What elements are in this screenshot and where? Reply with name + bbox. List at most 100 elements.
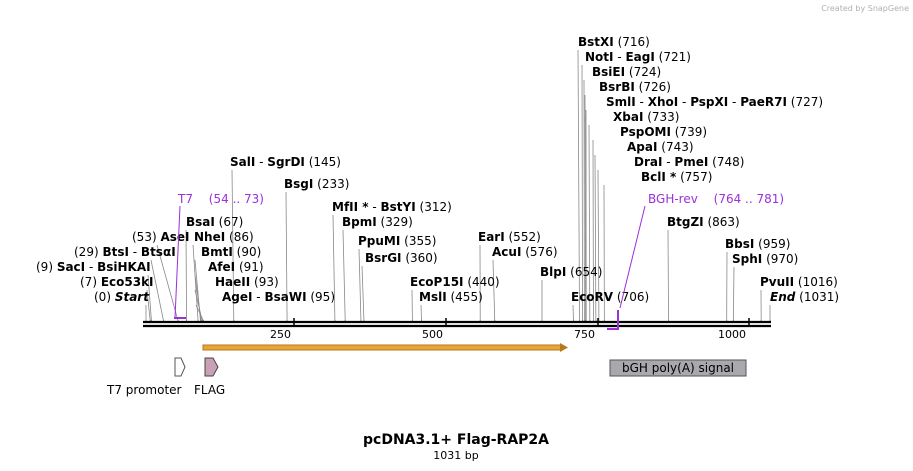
site-label-pspomi[interactable]: PspOMI (739) (620, 125, 707, 139)
site-pos-haeii: (93) (250, 275, 278, 289)
site-pos-xbai: (733) (643, 110, 679, 124)
site-pos-end: (1031) (795, 290, 839, 304)
site-label-eco53ki[interactable]: (7) Eco53kI (80, 275, 154, 289)
site-pos-bpmi: (329) (377, 215, 413, 229)
site-pos-pspomi: (739) (671, 125, 707, 139)
site-label-pvuii[interactable]: PvuII (1016) (760, 275, 838, 289)
site-name-bsgi: BsgI (284, 177, 313, 191)
site-name-start: Start (115, 290, 150, 304)
site-name-afei: AfeI (208, 260, 235, 274)
feature-flag[interactable]: FLAG (194, 357, 225, 397)
site-label-sali[interactable]: SalI - SgrDI (145) (230, 155, 341, 169)
site-pos-bmti: (90) (233, 245, 261, 259)
site-label-bsrgi[interactable]: BsrGI (360) (365, 251, 438, 265)
site-pos-bbsi: (959) (754, 237, 790, 251)
site-name-eco53ki: Eco53kI (101, 275, 154, 289)
primer-bgh-rev[interactable]: BGH-rev (764 .. 781) (607, 192, 784, 330)
map-length: 1031 bp (433, 449, 478, 462)
feature-t7-promoter[interactable]: T7 promoter (106, 357, 186, 397)
site-pos-btgzi: (863) (704, 215, 740, 229)
site-leader-bpmi (342, 229, 346, 322)
site-label-ecorv[interactable]: EcoRV (706) (571, 290, 649, 304)
site-label-agei[interactable]: AgeI - BsaWI (95) (222, 290, 335, 304)
site-name-haeii: HaeII (215, 275, 250, 289)
site-label-bsgi[interactable]: BsgI (233) (284, 177, 349, 191)
site-label-bpmi[interactable]: BpmI (329) (342, 215, 413, 229)
site-label-bsai[interactable]: BsaI (67) (186, 215, 243, 229)
site-label-btgzi[interactable]: BtgZI (863) (667, 215, 740, 229)
bgh-polya-label: bGH poly(A) signal (622, 361, 734, 375)
site-pos-acui: (576) (521, 245, 557, 259)
site-label-msli[interactable]: MslI (455) (419, 290, 483, 304)
site-label-afei[interactable]: AfeI (91) (208, 260, 264, 274)
site-label-ppumi[interactable]: PpuMI (355) (358, 234, 436, 248)
site-label-ecop15i[interactable]: EcoP15I (440) (410, 275, 500, 289)
primer-t7-leader (174, 205, 181, 319)
site-name-mfii: BstYI (381, 200, 416, 214)
primer-t7[interactable]: T7 (54 .. 73) (174, 192, 264, 319)
site-label-apai[interactable]: ApaI (743) (627, 140, 694, 154)
site-label-start[interactable]: (0) Start (94, 290, 150, 304)
site-pos-agei: (95) (307, 290, 335, 304)
site-leader-asei (156, 244, 179, 322)
site-pos-asei: (53) (132, 230, 160, 244)
site-label-bcli[interactable]: BclI * (757) (641, 170, 712, 184)
site-label-haeii[interactable]: HaeII (93) (215, 275, 279, 289)
site-leader-apai (594, 154, 597, 322)
site-pos-noti: (721) (655, 50, 691, 64)
site-label-saci[interactable]: (9) SacI - BsiHKAI (36, 260, 151, 274)
site-name-apai: ApaI (627, 140, 657, 154)
site-separator: - (614, 50, 626, 64)
site-label-xbai[interactable]: XbaI (733) (613, 110, 680, 124)
site-name-drai: PmeI (674, 155, 708, 169)
site-label-acui[interactable]: AcuI (576) (492, 245, 558, 259)
site-leader-msli (420, 304, 422, 322)
site-name-bsrgi: BsrGI (365, 251, 402, 265)
site-label-smli[interactable]: SmlI - XhoI - PspXI - PaeR7I (727) (606, 95, 823, 109)
site-label-asei[interactable]: (53) AseI (132, 230, 190, 244)
site-label-bsrbi[interactable]: BsrBI (726) (599, 80, 671, 94)
sequence-backbone (143, 320, 771, 328)
site-label-nhei[interactable]: NheI (86) (194, 230, 254, 244)
orf-arrow-body (202, 344, 562, 351)
map-title: pcDNA3.1+ Flag-RAP2A (363, 432, 549, 448)
site-separator: - (252, 290, 264, 304)
site-label-bmti[interactable]: BmtI (90) (201, 245, 261, 259)
site-label-sphi[interactable]: SphI (970) (732, 252, 798, 266)
site-label-eari[interactable]: EarI (552) (478, 230, 541, 244)
site-separator: - (636, 95, 648, 109)
site-pos-eco53ki: (7) (80, 275, 101, 289)
site-name-sphi: SphI (732, 252, 762, 266)
site-label-bstxi[interactable]: BstXI (716) (578, 35, 650, 49)
site-label-btsi[interactable]: (29) BtsI - BtsαI (74, 245, 176, 259)
site-name-asei: AseI (160, 230, 189, 244)
orf-arrow-head (560, 343, 568, 352)
site-label-drai[interactable]: DraI - PmeI (748) (634, 155, 744, 169)
site-label-blpi[interactable]: BlpI (654) (540, 265, 602, 279)
site-name-smli: PaeR7I (740, 95, 787, 109)
site-pos-ecorv: (706) (613, 290, 649, 304)
site-label-bsiei[interactable]: BsiEI (724) (592, 65, 661, 79)
site-name-bsai: BsaI (186, 215, 215, 229)
site-pos-nhei: (86) (225, 230, 253, 244)
site-name-noti: EagI (625, 50, 654, 64)
site-label-noti[interactable]: NotI - EagI (721) (585, 50, 691, 64)
site-name-nhei: NheI (194, 230, 225, 244)
site-name-bstxi: BstXI (578, 35, 614, 49)
site-label-bbsi[interactable]: BbsI (959) (725, 237, 790, 251)
site-label-mfii[interactable]: MfII * - BstYI (312) (332, 200, 452, 214)
feature-bgh-polya[interactable]: bGH poly(A) signal (609, 359, 747, 377)
site-separator: - (369, 200, 381, 214)
site-pos-apai: (743) (657, 140, 693, 154)
site-name-saci: BsiHKAI (97, 260, 151, 274)
site-label-end[interactable]: End (1031) (770, 290, 839, 304)
site-leader-eco53ki (146, 289, 151, 322)
site-pos-bsrgi: (360) (402, 251, 438, 265)
site-pos-ppumi: (355) (400, 234, 436, 248)
site-leader-bsai (185, 229, 187, 322)
site-pos-mfii: (312) (416, 200, 452, 214)
site-pos-sali: (145) (305, 155, 341, 169)
site-name-agei: BsaWI (264, 290, 306, 304)
orf-arrow[interactable] (202, 343, 568, 352)
site-separator: - (678, 95, 690, 109)
